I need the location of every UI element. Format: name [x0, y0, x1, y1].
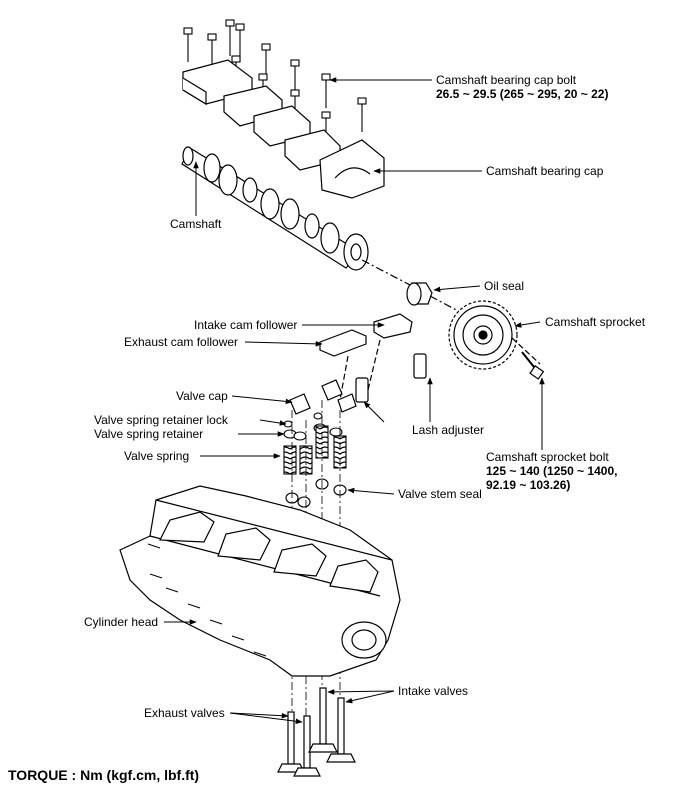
label-camshaft-bearing-cap: Camshaft bearing cap [486, 164, 604, 178]
label-valve-stem-seal: Valve stem seal [398, 487, 482, 501]
label-valve-spring: Valve spring [124, 449, 190, 463]
label-valve-spring-retainer: Valve spring retainer [94, 427, 204, 441]
retainer-locks-and-retainers [283, 412, 343, 441]
leader-lines [164, 77, 545, 724]
torque-camshaft-sprocket-bolt-line1: 125 ~ 140 (1250 ~ 1400, [486, 464, 618, 478]
oil-seal [406, 282, 461, 313]
camshaft-sprocket [448, 300, 518, 370]
camshaft [181, 146, 413, 287]
label-lash-adjuster: Lash adjuster [412, 423, 485, 437]
lash-adjusters [355, 353, 427, 403]
camshaft-bearing-caps [182, 59, 385, 199]
camshaft-sprocket-bolt [511, 337, 545, 380]
torque-units-note: TORQUE : Nm (kgf.cm, lbf.ft) [8, 767, 200, 783]
label-camshaft: Camshaft [170, 217, 222, 231]
valves [277, 687, 356, 777]
label-camshaft-bearing-cap-bolt: Camshaft bearing cap bolt [436, 73, 577, 87]
intake-valve-1 [308, 687, 338, 753]
label-intake-cam-follower: Intake cam follower [194, 318, 298, 332]
label-exhaust-cam-follower: Exhaust cam follower [124, 335, 239, 349]
label-camshaft-sprocket-bolt: Camshaft sprocket bolt [486, 450, 609, 464]
exhaust-valve-2 [293, 715, 321, 777]
label-cylinder-head: Cylinder head [84, 615, 159, 629]
valve-caps [289, 379, 357, 415]
intake-valve-2 [326, 697, 356, 763]
label-camshaft-sprocket: Camshaft sprocket [545, 315, 646, 329]
label-intake-valves: Intake valves [398, 684, 469, 698]
label-valve-cap: Valve cap [176, 389, 228, 403]
valve-stem-seals [285, 478, 347, 508]
label-oil-seal: Oil seal [484, 279, 525, 293]
cylinder-head [119, 485, 401, 677]
label-valve-spring-retainer-lock: Valve spring retainer lock [94, 413, 228, 427]
torque-camshaft-bearing-cap-bolt: 26.5 ~ 29.5 (265 ~ 295, 20 ~ 22) [436, 87, 609, 101]
label-exhaust-valves: Exhaust valves [144, 706, 225, 720]
torque-camshaft-sprocket-bolt-line2: 92.19 ~ 103.26) [486, 478, 571, 492]
